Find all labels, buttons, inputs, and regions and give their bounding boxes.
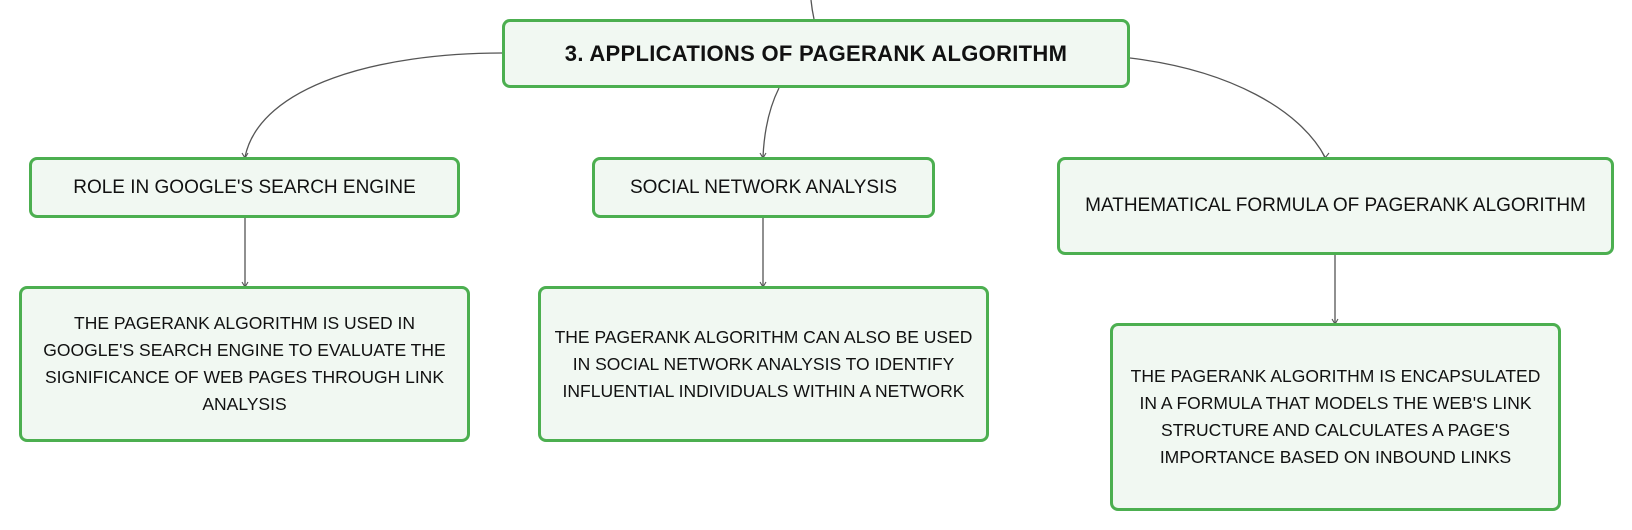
connector-parent-to-root [810, 0, 815, 20]
topic-label: MATHEMATICAL FORMULA OF PAGERANK ALGORIT… [1085, 195, 1586, 216]
topic-node-social-network[interactable]: SOCIAL NETWORK ANALYSIS [592, 157, 935, 218]
topic-node-google-search[interactable]: ROLE IN GOOGLE'S SEARCH ENGINE [29, 157, 460, 218]
root-node[interactable]: 3. APPLICATIONS OF PAGERANK ALGORITHM [502, 19, 1130, 88]
connector-root-to-topic-1 [244, 52, 503, 158]
connector-root-to-topic-3 [1129, 57, 1326, 158]
detail-text: THE PAGERANK ALGORITHM IS USED IN GOOGLE… [43, 313, 446, 414]
detail-node-social-network[interactable]: THE PAGERANK ALGORITHM CAN ALSO BE USED … [538, 286, 989, 442]
detail-text: THE PAGERANK ALGORITHM CAN ALSO BE USED … [554, 326, 973, 401]
topic-label: SOCIAL NETWORK ANALYSIS [629, 176, 898, 198]
connector-root-to-topic-2 [762, 87, 780, 158]
detail-node-google-search[interactable]: THE PAGERANK ALGORITHM IS USED IN GOOGLE… [19, 286, 470, 442]
root-title: 3. APPLICATIONS OF PAGERANK ALGORITHM [564, 40, 1068, 66]
detail-text: THE PAGERANK ALGORITHM IS ENCAPSULATED I… [1130, 366, 1541, 467]
topic-label: ROLE IN GOOGLE'S SEARCH ENGINE [73, 176, 416, 198]
topic-node-mathematical-formula[interactable]: MATHEMATICAL FORMULA OF PAGERANK ALGORIT… [1057, 157, 1614, 255]
detail-node-mathematical-formula[interactable]: THE PAGERANK ALGORITHM IS ENCAPSULATED I… [1110, 323, 1561, 511]
